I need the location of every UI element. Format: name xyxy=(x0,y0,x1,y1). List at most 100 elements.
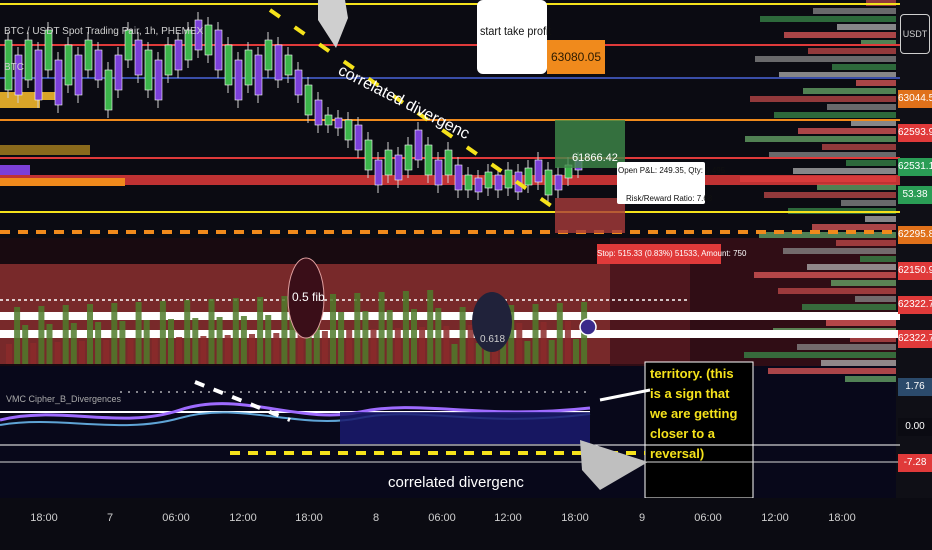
volume-bar xyxy=(184,300,191,364)
volume-bar xyxy=(78,341,85,364)
candle-body xyxy=(34,49,43,101)
volume-bar xyxy=(127,339,134,364)
time-axis-tick: 18:00 xyxy=(30,512,58,524)
volume-bar xyxy=(516,323,523,364)
white-level-band-2 xyxy=(0,330,900,338)
volume-bar xyxy=(192,318,199,364)
profile-bar xyxy=(744,352,896,358)
profile-bar xyxy=(759,232,896,238)
profile-bar xyxy=(793,168,896,174)
candle-body xyxy=(474,177,483,193)
candle-body xyxy=(4,39,13,91)
candle-body xyxy=(24,39,33,81)
candle-body xyxy=(314,99,323,126)
price-scale-tag: 62150.99 xyxy=(898,262,932,280)
volume-bar xyxy=(111,303,118,364)
arrow-line-note xyxy=(599,388,651,402)
profile-bar xyxy=(865,216,896,222)
volume-bar xyxy=(30,343,37,364)
profile-bar xyxy=(807,264,896,270)
candle-body xyxy=(184,29,193,61)
volume-bar xyxy=(427,290,434,364)
candle-body xyxy=(134,39,143,76)
currency-badge[interactable]: USDT xyxy=(900,14,930,54)
position-info-box xyxy=(617,162,705,204)
volume-bar xyxy=(176,337,183,364)
candle-body xyxy=(354,124,363,151)
price-axis-bg xyxy=(896,0,932,498)
volume-bar xyxy=(548,340,555,364)
volume-bar xyxy=(14,307,21,364)
candle-body xyxy=(464,174,473,191)
volume-bar xyxy=(508,305,515,364)
profile-bar xyxy=(841,200,896,206)
indicator-scale-tag: 1.76 xyxy=(898,378,932,396)
volume-bar xyxy=(87,304,93,364)
candle-body xyxy=(334,117,343,129)
profile-bar xyxy=(755,56,896,62)
note-box-bg xyxy=(644,361,754,499)
profile-bar xyxy=(803,88,896,94)
arrow-bottom-annotation xyxy=(580,440,648,490)
candlesticks xyxy=(4,12,583,203)
candle-body xyxy=(434,159,443,186)
volume-bar xyxy=(216,317,223,364)
volume-bar xyxy=(240,316,247,364)
volume-bar xyxy=(70,323,77,364)
profile-bar xyxy=(855,296,896,302)
candle-body xyxy=(234,59,243,101)
left-profile xyxy=(0,92,125,186)
profile-bar xyxy=(754,272,896,278)
candle-body xyxy=(254,54,263,96)
profile-bar xyxy=(808,48,896,54)
volume-bar xyxy=(289,314,296,364)
candle-body xyxy=(164,44,173,76)
time-axis-tick: 18:00 xyxy=(295,512,323,524)
profile-bar xyxy=(845,376,896,382)
volume-bar xyxy=(54,342,61,364)
candle-body xyxy=(374,159,383,186)
candle-body xyxy=(424,144,433,176)
candle-body xyxy=(534,159,543,183)
profile-bar xyxy=(812,224,896,230)
profile-bar xyxy=(798,128,896,134)
profile-bar xyxy=(745,136,896,142)
time-axis-tick: 06:00 xyxy=(162,512,190,524)
position-rr: Risk/Reward Ratio: 7.68 xyxy=(626,194,713,203)
profile-bar xyxy=(850,336,896,342)
osc-blue-area xyxy=(340,412,590,444)
profile-bar xyxy=(813,8,896,14)
fib-bubble xyxy=(287,257,325,339)
profile-bar xyxy=(836,240,896,246)
volume-bar xyxy=(475,343,482,364)
volume-bar xyxy=(540,322,547,364)
take-profit-zone xyxy=(555,120,625,168)
profile-bar xyxy=(860,256,896,262)
alert-icon[interactable] xyxy=(579,318,597,336)
indicator-title: VMC Cipher_B_Divergences xyxy=(6,394,122,404)
profile-bar xyxy=(774,112,896,118)
candle-body xyxy=(504,169,513,189)
volume-bar xyxy=(257,297,264,364)
time-axis-tick: 12:00 xyxy=(494,512,522,524)
candle-body xyxy=(144,49,153,91)
price-scale-tag: 62322.70 xyxy=(898,296,932,314)
candle-body xyxy=(244,49,253,86)
candle-body xyxy=(114,54,123,91)
volume-bar xyxy=(443,326,450,364)
candle-body xyxy=(304,84,313,116)
time-axis-tick: 12:00 xyxy=(761,512,789,524)
level-band-red xyxy=(0,175,900,185)
volume-bar xyxy=(224,335,231,364)
candle-body xyxy=(454,164,463,191)
fib-label: 0.5 fib xyxy=(292,290,325,304)
volume-bar xyxy=(273,333,280,364)
volume-bar xyxy=(467,325,474,364)
volume-bar xyxy=(338,312,345,364)
volume-bar xyxy=(573,339,579,364)
volume-bar xyxy=(265,315,272,364)
volume-bar xyxy=(143,320,150,364)
candle-body xyxy=(284,54,293,76)
